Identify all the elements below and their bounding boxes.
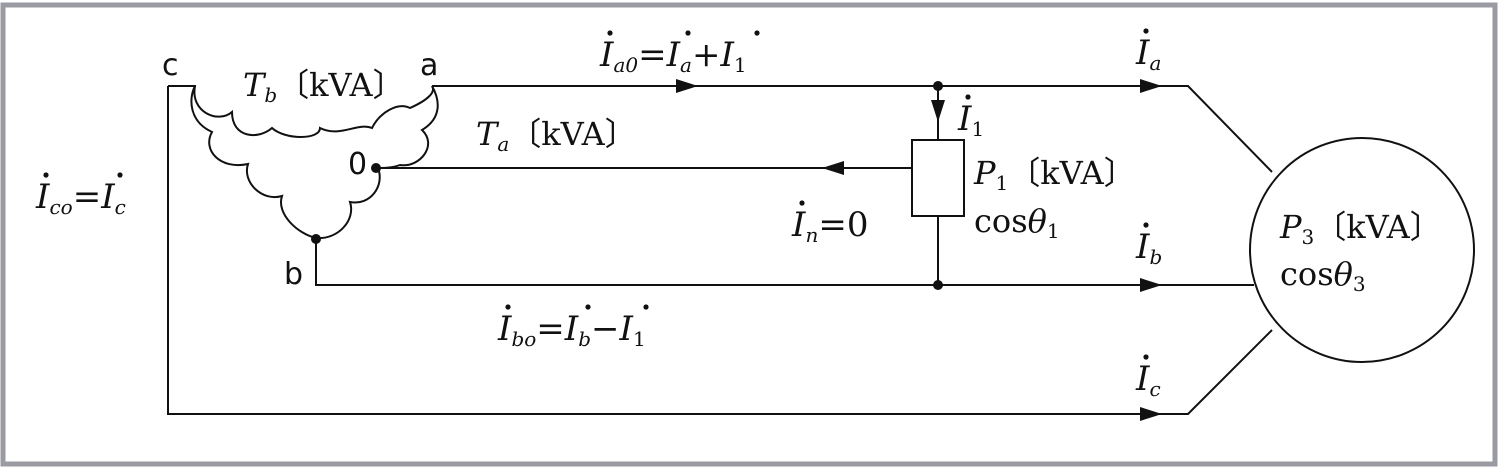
label-tb: Tb〔kVA〕 [243,66,405,107]
junction-dot-bterm [311,234,321,244]
arrow-ia [1140,79,1162,93]
label-pf1: cosθ1 [974,202,1060,243]
svg-text:In=0: In=0 [791,205,868,247]
svg-text:I1: I1 [957,99,984,141]
label-p1: P1〔kVA〕 [973,154,1136,195]
label-pf3: cosθ3 [1280,255,1366,296]
label-ibo: Ibo=Ib−I1 [497,304,649,351]
label-ia: Ia [1135,28,1161,75]
arrow-ic [1140,407,1162,421]
junction-dot-zero [371,163,381,173]
label-i1: I1 [957,94,984,141]
label-ia0: Ia0=Ia+I1 [599,30,760,77]
svg-text:Ibo=Ib−I1: Ibo=Ib−I1 [497,309,646,351]
label-in: In=0 [791,200,868,247]
wire-b-line [315,238,1254,286]
three-phase-load [1249,137,1475,363]
wire-c-line [167,86,1273,415]
label-ico: Ico=Ic [35,172,126,219]
terminal-a: a [420,48,438,83]
svg-text:Ib: Ib [1135,227,1162,269]
label-p3: P3〔kVA〕 [1279,208,1442,249]
arrow-in [822,161,844,175]
single-phase-load [911,139,965,217]
junction-dot-b [933,280,943,290]
terminal-c: c [162,48,179,83]
arrow-ib [1140,278,1162,292]
svg-text:Ic: Ic [1135,359,1161,401]
transformer-coil-left [190,85,317,239]
label-ib: Ib [1135,222,1162,269]
transformer-coil-tb [168,85,434,138]
arrow-ia0 [676,79,698,93]
svg-text:Ia0=Ia+I1: Ia0=Ia+I1 [599,35,747,77]
terminal-zero: 0 [348,147,367,182]
svg-text:Ico=Ic: Ico=Ic [35,177,126,219]
terminal-b: b [284,257,303,292]
label-ic: Ic [1135,354,1161,401]
junction-dot-a [933,81,943,91]
label-ta: Ta〔kVA〕 [476,115,637,156]
transformer-coil-right [315,167,381,240]
svg-text:Ia: Ia [1135,33,1161,75]
arrow-i1 [931,100,945,122]
